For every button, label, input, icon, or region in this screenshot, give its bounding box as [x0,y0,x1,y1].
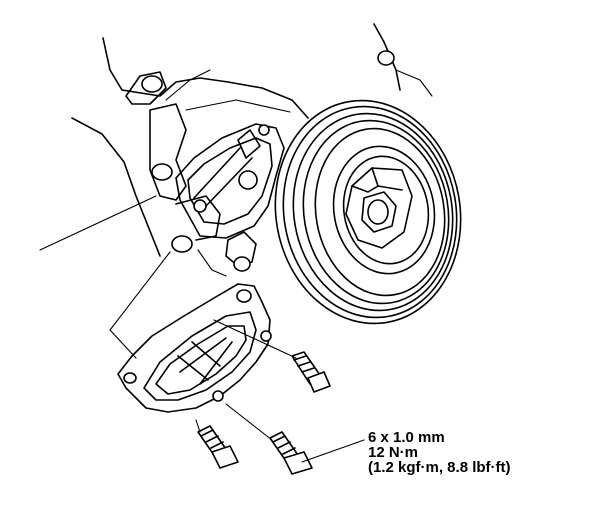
torque-nm-label: 12 N·m [368,444,419,461]
cover-plate [117,283,272,413]
bolt-lower-right [269,431,313,475]
bolt-size-label: 6 x 1.0 mm [368,429,445,446]
torque-alt-label: (1.2 kgf·m, 8.8 lbf·ft) [368,459,511,476]
callout-leader-line [301,439,365,463]
crankshaft-pulley [274,99,462,325]
alignment-lines [109,251,297,441]
seal-housing [175,123,285,272]
bolt-torque-callout: 6 x 1.0 mm 12 N·m (1.2 kgf·m, 8.8 lbf·ft… [368,430,511,475]
bolt-lower-left [197,425,239,469]
bolt-right [291,351,331,393]
